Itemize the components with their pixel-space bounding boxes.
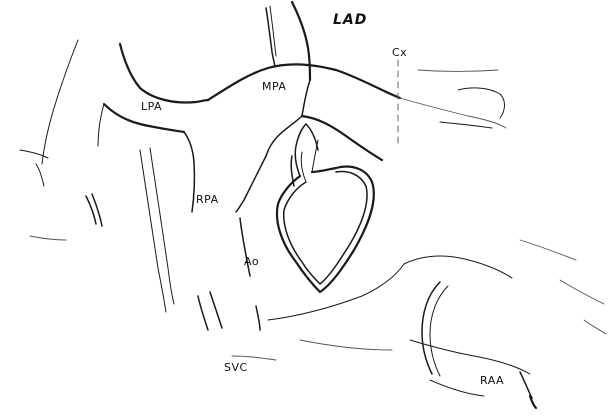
label-rpa: RPA: [196, 193, 219, 206]
label-ao: Ao: [244, 255, 259, 268]
lower-structures: [198, 240, 606, 408]
circumflex-region: [398, 60, 506, 148]
label-mpa: MPA: [262, 80, 286, 93]
main-pulmonary-artery: [208, 64, 400, 156]
label-lpa: LPA: [141, 100, 162, 113]
label-svc: SVC: [224, 361, 248, 374]
aortic-heart-shape: [277, 116, 382, 292]
label-lad: LAD: [333, 12, 367, 28]
lad-vessel: [266, 2, 310, 80]
left-edge-structures: [20, 40, 174, 312]
label-raa: RAA: [480, 374, 504, 387]
label-cx: Cx: [392, 46, 407, 59]
